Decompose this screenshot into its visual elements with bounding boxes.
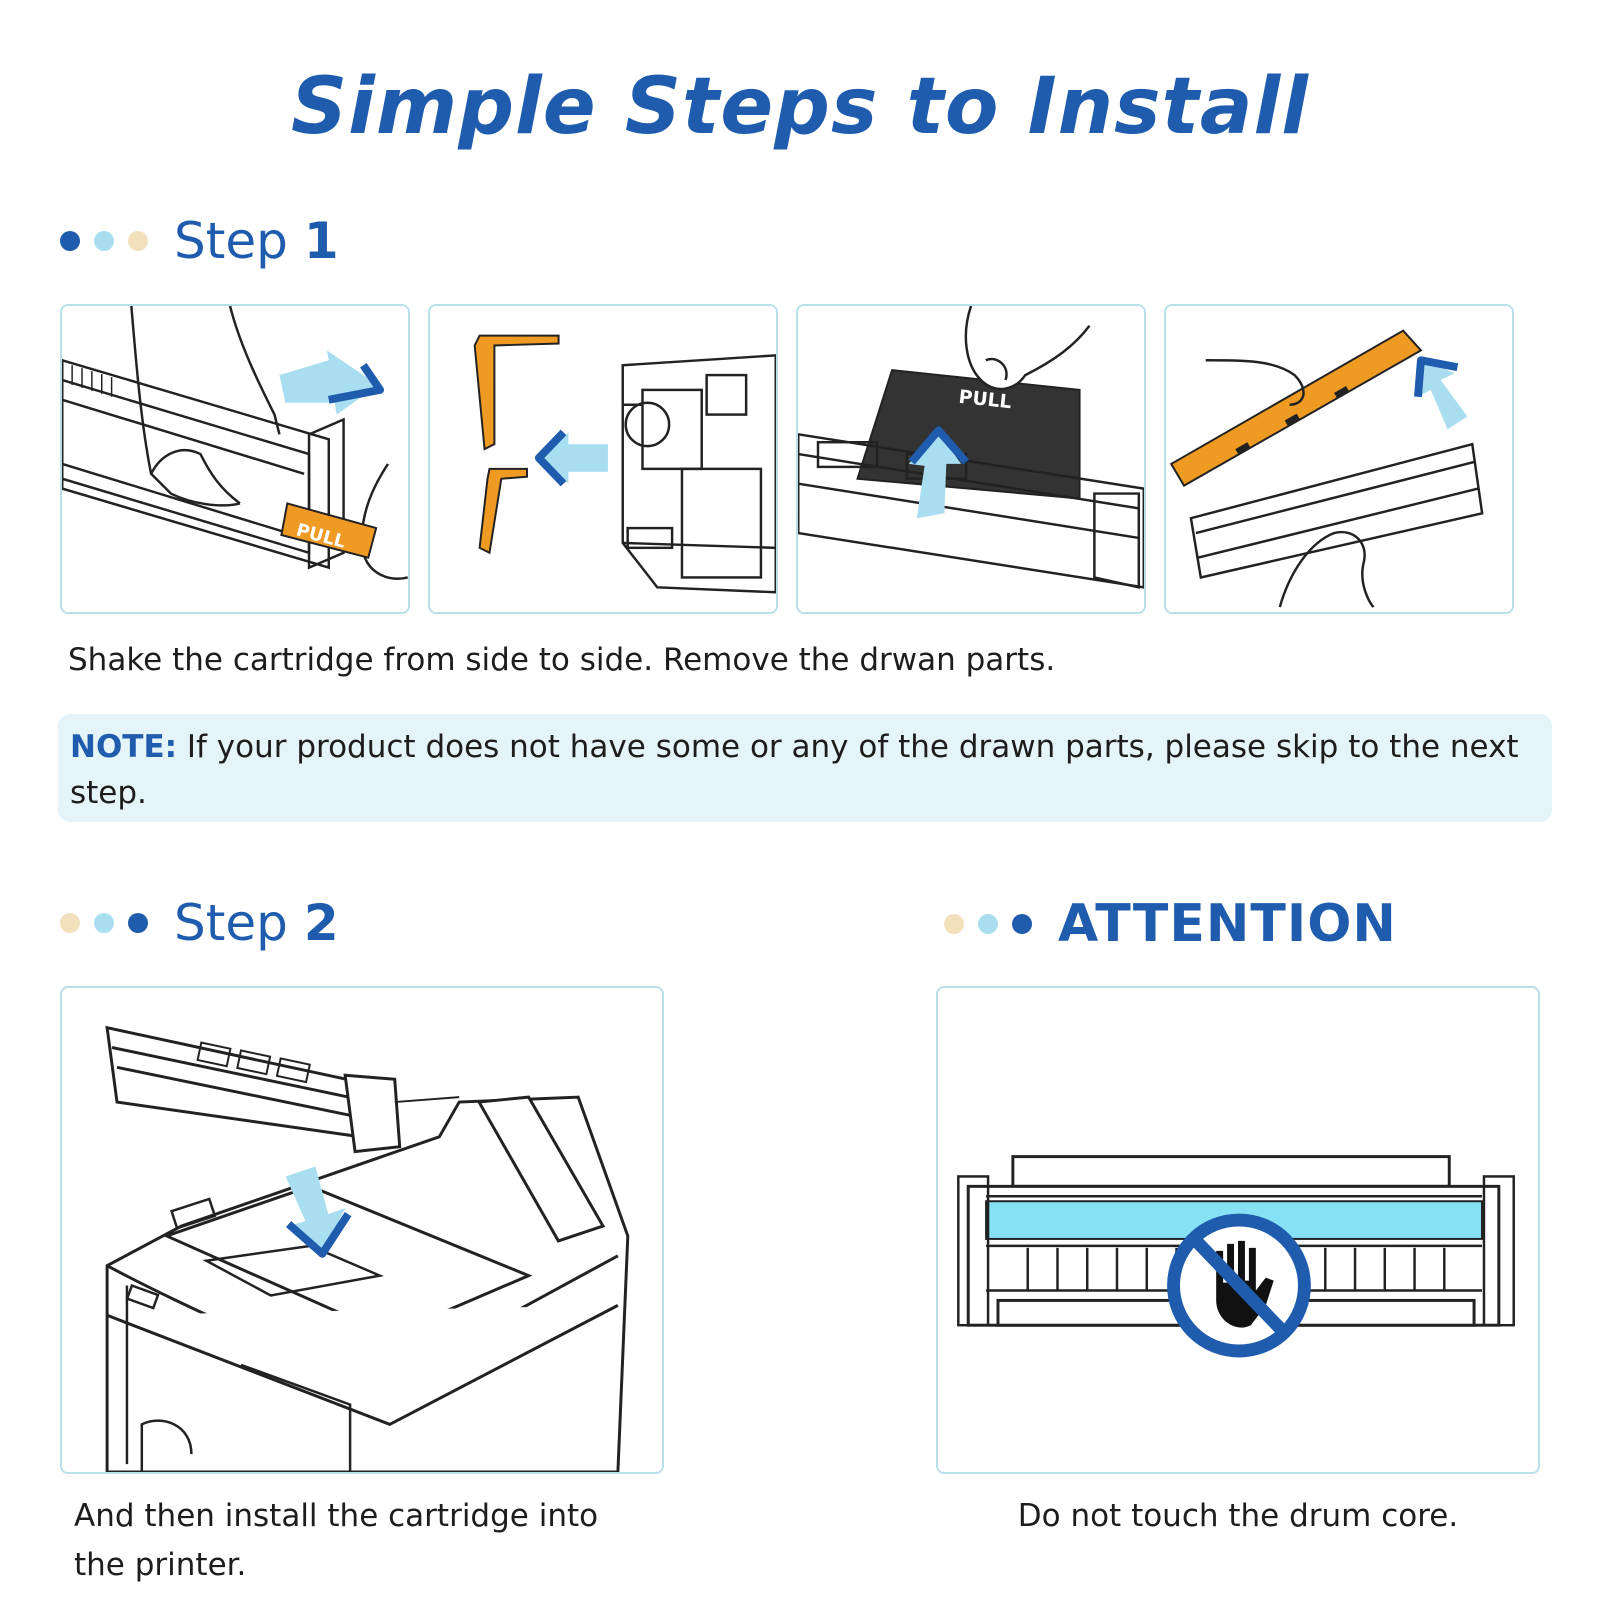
- attention-dots: [944, 914, 1032, 934]
- pull-sheet-illustration: PULL: [798, 306, 1144, 589]
- step2-heading: Step 2: [60, 894, 339, 952]
- step1-number: 1: [303, 212, 339, 270]
- attention-title: ATTENTION: [1058, 894, 1397, 954]
- step2-caption-line2: the printer.: [74, 1547, 247, 1583]
- no-touch-icon: [1167, 1213, 1311, 1358]
- step1-dots: [60, 231, 148, 251]
- step1-panel-remove-cover: [1164, 304, 1514, 614]
- dot-icon: [978, 914, 998, 934]
- dot-icon: [128, 913, 148, 933]
- step1-panel-remove-clips: [428, 304, 778, 614]
- direction-arrow-icon: [279, 350, 385, 415]
- drum-cartridge-illustration: [957, 1155, 1515, 1358]
- dot-icon: [60, 913, 80, 933]
- step1-caption: Shake the cartridge from side to side. R…: [68, 642, 1056, 678]
- dot-icon: [94, 231, 114, 251]
- orange-clip-icon: [473, 334, 560, 555]
- attention-panel-drum: [936, 986, 1540, 1474]
- orange-cover: [1169, 329, 1423, 487]
- step2-word: Step: [174, 894, 288, 952]
- step2-caption-line1: And then install the cartridge into: [74, 1498, 599, 1534]
- toner-cartridge: [105, 1025, 402, 1154]
- step2-caption: And then install the cartridge into the …: [74, 1492, 598, 1590]
- page-title: Simple Steps to Install: [291, 62, 1309, 152]
- step2-panel-install: [60, 986, 664, 1474]
- attention-caption: Do not touch the drum core.: [1017, 1498, 1459, 1534]
- dot-icon: [944, 914, 964, 934]
- step1-panel-shake: PULL: [60, 304, 410, 614]
- direction-arrow-icon: [285, 1166, 352, 1258]
- install-cartridge-illustration: [105, 1025, 630, 1472]
- note-label: NOTE:: [70, 729, 178, 765]
- direction-arrow-icon: [1414, 356, 1468, 430]
- step1-heading: Step 1: [60, 212, 339, 270]
- remove-clips-illustration: [473, 334, 776, 594]
- dot-icon: [94, 913, 114, 933]
- dot-icon: [128, 231, 148, 251]
- attention-heading: ATTENTION: [944, 894, 1397, 954]
- step1-panel-pull-sheet: PULL: [796, 304, 1146, 614]
- direction-arrow-icon: [534, 429, 608, 487]
- shake-cartridge-illustration: PULL: [62, 306, 408, 580]
- step2-number: 2: [303, 894, 339, 952]
- dot-icon: [60, 231, 80, 251]
- pull-tab: [280, 502, 378, 559]
- step1-note: NOTE: If your product does not have some…: [58, 714, 1552, 822]
- note-text: If your product does not have some or an…: [70, 729, 1519, 811]
- dot-icon: [1012, 914, 1032, 934]
- step2-dots: [60, 913, 148, 933]
- remove-cover-illustration: [1169, 329, 1484, 608]
- direction-arrow-icon: [908, 426, 970, 519]
- step1-word: Step: [174, 212, 288, 270]
